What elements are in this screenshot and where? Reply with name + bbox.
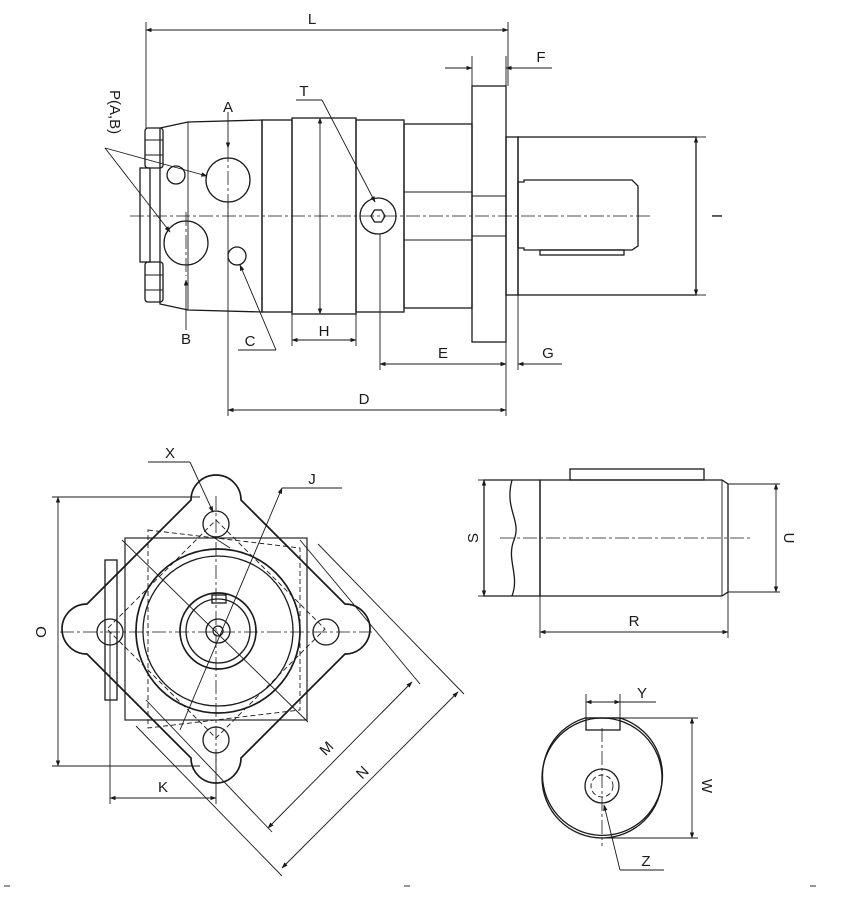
dim-label-k: K xyxy=(158,779,168,796)
dim-label-i: I xyxy=(708,214,725,218)
front-flange xyxy=(61,474,371,784)
dim-label-r: R xyxy=(629,613,640,630)
callout-b: B xyxy=(181,331,191,348)
dim-label-g: G xyxy=(542,345,554,362)
dim-label-y: Y xyxy=(637,685,647,702)
shaft-end-view: Y W Z xyxy=(541,685,715,871)
pilot-outer xyxy=(135,548,301,714)
shaft-key xyxy=(539,249,625,256)
output-shaft xyxy=(517,179,639,251)
side-view: L F T A P(A,B) I B C H xyxy=(104,11,725,416)
callout-c: C xyxy=(245,333,256,350)
dim-label-w: W xyxy=(698,779,715,794)
callout-a: A xyxy=(223,99,233,116)
dim-label-u: U xyxy=(780,533,797,544)
dim-label-o: O xyxy=(33,626,50,638)
shaft-end xyxy=(205,618,231,644)
callout-x: X xyxy=(165,445,175,462)
mounting-flange xyxy=(471,85,507,343)
dim-label-d: D xyxy=(359,391,370,408)
callout-z: Z xyxy=(641,853,650,870)
callout-p: P(A,B) xyxy=(106,90,123,134)
callout-j: J xyxy=(308,471,316,488)
callout-t: T xyxy=(299,83,308,100)
dim-label-l: L xyxy=(308,11,316,28)
front-view: X J O M N K xyxy=(33,445,465,877)
dim-label-h: H xyxy=(319,323,330,340)
shaft-detail-view: S U R xyxy=(465,468,797,638)
dim-label-m: M xyxy=(316,738,337,759)
detail-key xyxy=(569,468,705,481)
dim-label-s: S xyxy=(465,533,482,543)
dim-label-f: F xyxy=(536,49,545,66)
dim-label-e: E xyxy=(438,345,448,362)
